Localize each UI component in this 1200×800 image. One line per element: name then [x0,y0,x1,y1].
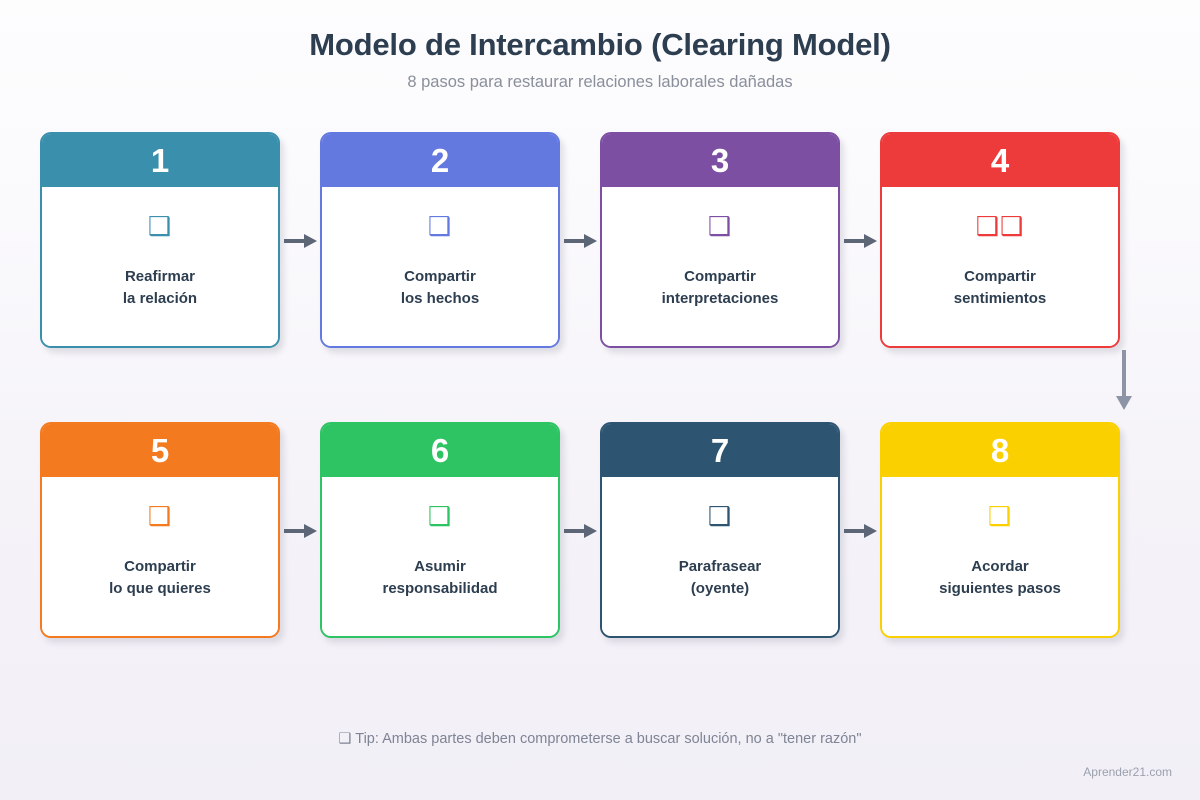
step-number-8: 8 [990,432,1010,469]
flow-arrow-4-to-5 [1113,350,1135,420]
step-number-6: 6 [430,432,450,469]
flow-arrow-6-to-7 [560,522,600,540]
step-card-5[interactable]: 5 ❑ Compartir lo que quieres [40,422,280,638]
step-label-4: Compartir sentimientos [953,267,1047,307]
step-card-8[interactable]: 8 ❑ Acordar siguientes pasos [880,422,1120,638]
step-number-header-8: 8 [882,424,1118,477]
step-number-header-5: 5 [42,424,278,477]
step-number-3: 3 [710,142,730,179]
page-header: Modelo de Intercambio (Clearing Model) 8… [0,0,1200,92]
step-number-header-3: 3 [602,134,838,187]
step-body-7: ❑ Parafrasear (oyente) [602,477,838,636]
step-number-4: 4 [990,142,1010,179]
step-body-1: ❑ Reafirmar la relación [42,187,278,346]
step-label-5: Compartir lo que quieres [109,557,211,597]
step-body-8: ❑ Acordar siguientes pasos [882,477,1118,636]
steps-row-1: 1 ❑ Reafirmar la relación 2 ❑ Compartir … [40,132,1132,410]
listening-ear-icon: ❑ [707,501,733,532]
arrow-head-right-icon [304,234,317,248]
responsibility-icon: ❑ [427,501,453,532]
step-number-header-2: 2 [322,134,558,187]
step-number-header-7: 7 [602,424,838,477]
flow-arrow-3-to-4 [840,232,880,250]
step-card-7[interactable]: 7 ❑ Parafrasear (oyente) [600,422,840,638]
step-body-4: ❑❑ Compartir sentimientos [882,187,1118,346]
arrow-shaft [564,529,586,533]
arrow-head-down-icon [1116,396,1132,410]
step-number-header-1: 1 [42,134,278,187]
footer-tip: ❑ Tip: Ambas partes deben comprometerse … [338,731,862,747]
handshake-icon: ❑ [147,211,173,242]
clipboard-facts-icon: ❑ [427,211,453,242]
heart-feelings-icon: ❑❑ [975,211,1025,242]
step-body-3: ❑ Compartir interpretaciones [602,187,838,346]
step-body-2: ❑ Compartir los hechos [322,187,558,346]
step-number-header-6: 6 [322,424,558,477]
thought-bubble-icon: ❑ [707,211,733,242]
arrow-shaft [844,239,866,243]
page-subtitle: 8 pasos para restaurar relaciones labora… [407,73,793,92]
step-body-6: ❑ Asumir responsabilidad [322,477,558,636]
arrow-head-right-icon [584,234,597,248]
step-card-6[interactable]: 6 ❑ Asumir responsabilidad [320,422,560,638]
step-label-1: Reafirmar la relación [122,267,198,307]
arrow-head-right-icon [584,524,597,538]
flow-arrow-1-to-2 [280,232,320,250]
watermark: Aprender21.com [1083,765,1172,779]
target-wants-icon: ❑ [147,501,173,532]
flow-arrow-7-to-8 [840,522,880,540]
agreement-check-icon: ❑ [987,501,1013,532]
arrow-shaft [1122,350,1126,398]
arrow-shaft [284,529,306,533]
step-body-5: ❑ Compartir lo que quieres [42,477,278,636]
step-number-1: 1 [150,142,170,179]
step-number-2: 2 [430,142,450,179]
arrow-head-right-icon [304,524,317,538]
step-label-6: Asumir responsabilidad [382,557,498,597]
step-card-4[interactable]: 4 ❑❑ Compartir sentimientos [880,132,1120,348]
steps-row-2: 5 ❑ Compartir lo que quieres 6 ❑ Asumir … [40,422,1120,638]
step-number-5: 5 [150,432,170,469]
step-label-3: Compartir interpretaciones [661,267,779,307]
step-label-8: Acordar siguientes pasos [939,557,1061,597]
arrow-shaft [844,529,866,533]
step-card-1[interactable]: 1 ❑ Reafirmar la relación [40,132,280,348]
arrow-shaft [564,239,586,243]
step-number-header-4: 4 [882,134,1118,187]
flow-arrow-2-to-3 [560,232,600,250]
step-number-7: 7 [710,432,730,469]
arrow-shaft [284,239,306,243]
page-title: Modelo de Intercambio (Clearing Model) [309,27,891,62]
step-label-7: Parafrasear (oyente) [678,557,762,597]
step-card-3[interactable]: 3 ❑ Compartir interpretaciones [600,132,840,348]
flow-arrow-5-to-6 [280,522,320,540]
steps-board: 1 ❑ Reafirmar la relación 2 ❑ Compartir … [40,132,1132,638]
step-label-2: Compartir los hechos [400,267,480,307]
arrow-head-right-icon [864,234,877,248]
step-card-2[interactable]: 2 ❑ Compartir los hechos [320,132,560,348]
arrow-head-right-icon [864,524,877,538]
